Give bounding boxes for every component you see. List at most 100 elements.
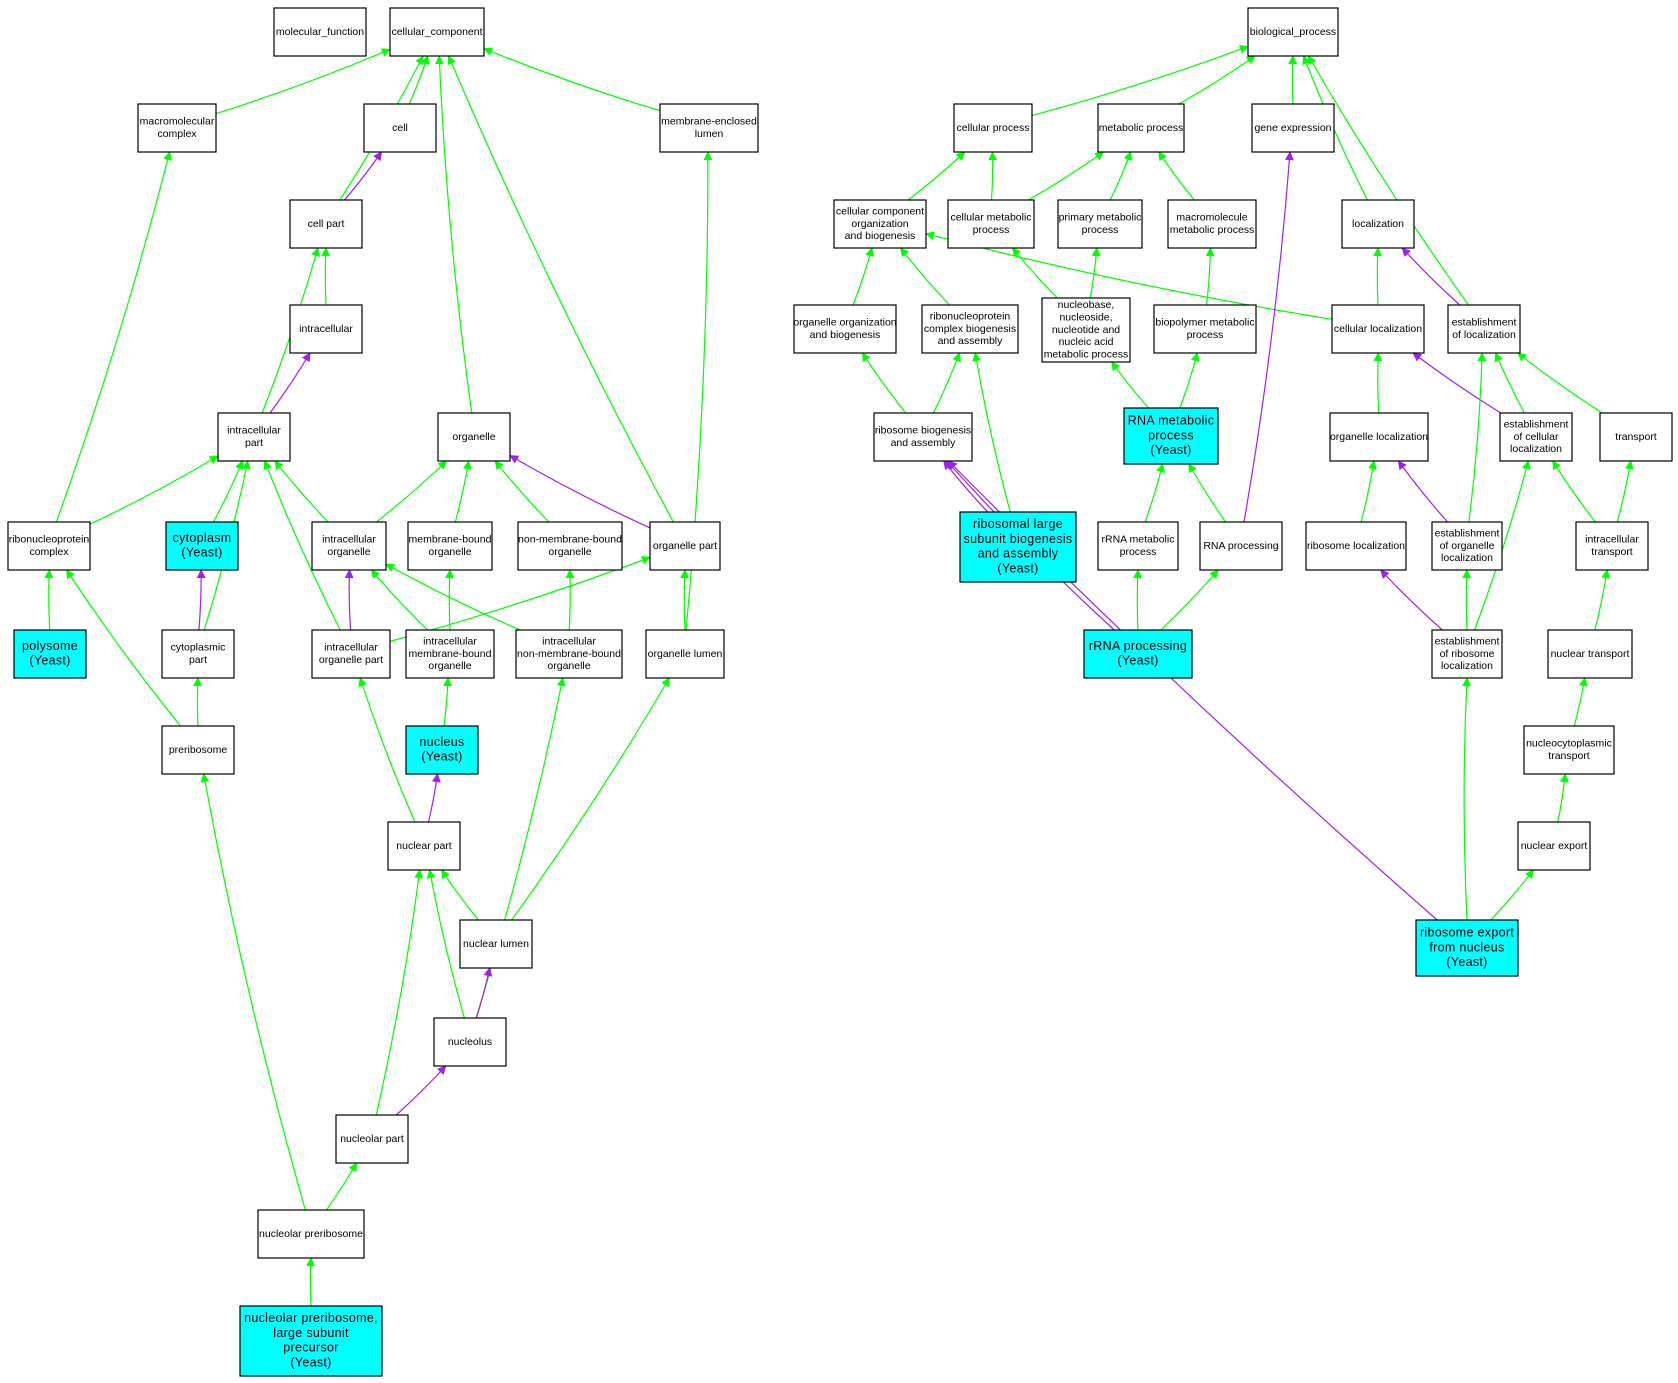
node-box [459,919,533,969]
node-box [1247,7,1339,57]
node-box [289,304,363,354]
go-term-node-biological-process: biological_process [1247,7,1339,57]
node-label-line: organelle [548,546,591,558]
node-box [953,103,1033,153]
is-a-edge-rnp-complex-biogenesis-to-cc-org-biogenesis [900,247,950,306]
go-term-node-nucleolus: nucleolus [433,1017,507,1067]
node-label-line: macromolecule [1176,212,1247,224]
is-a-edge-nuclear-lumen-to-organelle-lumen [511,677,670,921]
is-a-edge-macromolecule-metabolic-process-to-metabolic-process [1158,151,1195,201]
node-box [1153,304,1257,354]
node-label-line: nucleolar part [340,1133,404,1145]
node-label-line: and assembly [978,547,1059,561]
is-a-edge-organelle-to-cellular-component [435,55,473,414]
is-a-edge-polysome-to-ribonucleoprotein-complex [44,569,54,631]
is-a-edge-rna-processing-to-rna-metabolic-process [1188,463,1227,523]
go-term-node-localization: localization [1341,199,1415,249]
is-a-edge-intracellular-membrane-bound-organelle-to-membrane-bound-organelle [445,569,455,631]
is-a-edge-establishment-of-cellular-localization-to-establishment-of-localization [1494,352,1525,414]
go-term-node-nucleolar-preribosome-lsu: nucleolar preribosome,large subunitprecu… [239,1305,383,1377]
is-a-edge-rna-metabolic-process-to-biopolymer-metabolic-process [1179,352,1200,409]
node-label-line: establishment [1504,418,1569,430]
is-a-edge-cytoplasm-to-intracellular-part [212,460,244,523]
node-label-line: intracellular [423,635,477,647]
is-a-edge-membrane-enclosed-lumen-to-cellular-component [483,47,661,112]
is-a-edge-nucleobase-metabolic-process-to-cellular-metabolic-process [1011,247,1058,299]
is-a-edge-cellular-localization-to-localization [1373,247,1383,306]
node-box [793,304,897,354]
node-label-line: nucleic acid [1059,336,1114,348]
go-term-node-preribosome: preribosome [161,725,235,775]
go-term-node-nucleolar-part: nucleolar part [335,1114,409,1164]
node-label-line: organelle [428,546,471,558]
is-a-edge-organelle-org-biogenesis-to-cc-org-biogenesis [852,247,875,306]
is-a-edge-intracellular-organelle-part-to-intracellular-part [263,460,341,631]
go-term-node-organelle-localization: organelle localization [1329,412,1429,462]
go-term-node-cellular-localization: cellular localization [1331,304,1425,354]
node-label-line: intracellular [542,635,596,647]
node-box [1097,103,1185,153]
node-label-line: process [1187,329,1224,341]
node-box [1199,521,1283,571]
part-of-edge-intracellular-part-to-intracellular [269,352,311,414]
is-a-edge-nuclear-part-to-intracellular-organelle-part [358,677,416,823]
is-a-edge-intracellular-transport-to-transport [1616,460,1634,523]
node-label-line: organelle part [653,540,717,552]
node-label-line: organelle localization [1330,431,1428,443]
go-term-node-cell: cell [363,103,437,153]
is-a-edge-metabolic-process-to-biological-process [1178,55,1256,105]
node-label-line: intracellular [1585,534,1639,546]
node-label-line: subunit biogenesis [964,532,1073,546]
part-of-edge-establishment-of-cellular-localization-to-cellular-localization [1412,352,1502,414]
part-of-edge-organelle-part-to-organelle [509,455,651,529]
node-label-line: cellular metabolic [950,212,1031,224]
node-label-line: cytoplasmic [171,642,226,654]
node-box [217,412,291,462]
node-label-line: ribosome biogenesis [875,425,971,437]
node-label-line: gene expression [1254,122,1331,134]
node-box [1167,199,1257,249]
node-box [947,199,1035,249]
is-a-edge-ribonucleoprotein-complex-to-intracellular-part [89,455,219,525]
node-label-line: organelle [327,546,370,558]
node-label-line: membrane-enclosed [661,116,757,128]
is-a-edge-intracellular-organelle-to-intracellular-part [274,460,329,523]
node-label-line: (Yeast) [290,1355,331,1369]
is-a-edge-primary-metabolic-process-to-metabolic-process [1109,151,1133,201]
node-label-line: nucleotide and [1052,324,1120,336]
node-label-line: rRNA metabolic [1102,534,1175,546]
node-label-line: nucleoside, [1059,311,1112,323]
is-a-edge-nuclear-lumen-to-nuclear-part [441,869,479,921]
is-a-edge-nucleocytoplasmic-transport-to-nuclear-transport [1573,677,1588,727]
node-box [311,521,387,571]
node-label-line: large subunit [273,1326,349,1340]
node-label-line: localization [1352,218,1404,230]
is-a-edge-nucleolar-preribosome-to-preribosome [200,773,306,1211]
is-a-edge-nucleolar-preribosome-lsu-to-nucleolar-preribosome [306,1257,316,1307]
node-label-line: polysome [22,639,78,653]
node-label-line: part [245,437,263,449]
node-box [1575,521,1649,571]
node-label-line: organelle [547,660,590,672]
is-a-edge-rrna-processing-to-rrna-metabolic-process [1133,569,1143,631]
is-a-edge-intracellular-to-cell-part [321,247,331,306]
go-term-node-organelle-lumen: organelle lumen [645,629,725,679]
node-box [161,629,235,679]
go-term-node-nuclear-transport: nuclear transport [1547,629,1633,679]
node-label-line: establishment [1452,317,1517,329]
node-label-line: cellular_component [391,26,482,38]
go-term-node-nuclear-lumen: nuclear lumen [459,919,533,969]
node-label-line: and biogenesis [845,230,916,242]
node-label-line: nucleocytoplasmic [1526,738,1612,750]
